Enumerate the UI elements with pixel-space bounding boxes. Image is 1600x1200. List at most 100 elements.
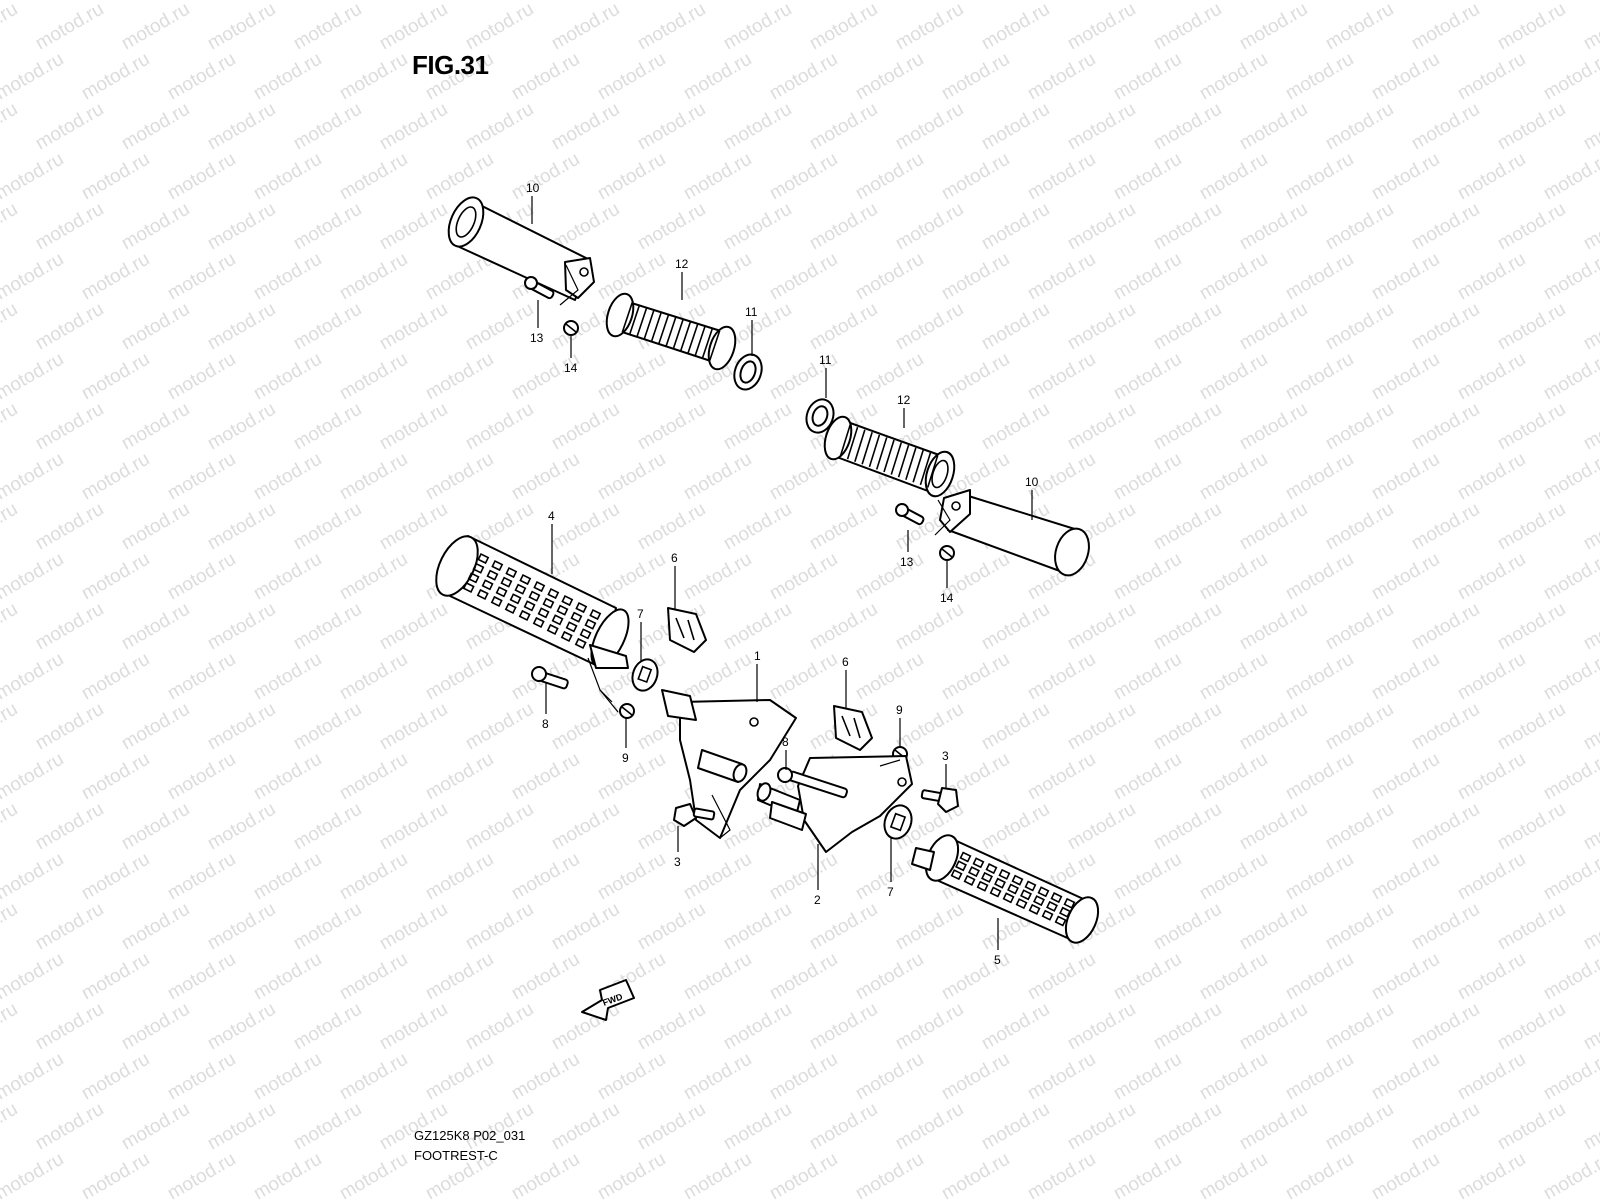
- watermark-text: motod.ru: [720, 899, 795, 955]
- watermark-text: motod.ru: [1408, 0, 1483, 54]
- callout-7: 7: [637, 607, 644, 621]
- watermark-text: motod.ru: [1322, 999, 1397, 1055]
- watermark-text: motod.ru: [1580, 0, 1600, 54]
- watermark-text: motod.ru: [78, 749, 153, 805]
- watermark-text: motod.ru: [680, 1149, 755, 1200]
- watermark-text: motod.ru: [766, 949, 841, 1005]
- watermark-text: motod.ru: [164, 349, 239, 405]
- watermark-text: motod.ru: [548, 99, 623, 155]
- watermark-text: motod.ru: [422, 149, 497, 205]
- watermark-text: motod.ru: [204, 299, 279, 355]
- callout-3: 3: [942, 749, 949, 763]
- watermark-text: motod.ru: [1236, 799, 1311, 855]
- watermark-text: motod.ru: [1368, 1049, 1443, 1105]
- watermark-text: motod.ru: [376, 399, 451, 455]
- watermark-text: motod.ru: [376, 599, 451, 655]
- watermark-text: motod.ru: [290, 0, 365, 54]
- watermark-text: motod.ru: [1580, 399, 1600, 455]
- watermark-text: motod.ru: [422, 449, 497, 505]
- watermark-text: motod.ru: [680, 49, 755, 105]
- watermark-text: motod.ru: [1494, 0, 1569, 54]
- watermark-text: motod.ru: [0, 1149, 67, 1200]
- callout-6: 6: [671, 551, 678, 565]
- watermark-text: motod.ru: [204, 399, 279, 455]
- watermark-text: motod.ru: [204, 799, 279, 855]
- watermark-text: motod.ru: [634, 899, 709, 955]
- callout-14: 14: [564, 361, 578, 375]
- watermark-text: motod.ru: [1454, 149, 1529, 205]
- watermark-text: motod.ru: [1580, 199, 1600, 255]
- watermark-text: motod.ru: [766, 549, 841, 605]
- watermark-text: motod.ru: [204, 199, 279, 255]
- watermark-text: motod.ru: [938, 49, 1013, 105]
- watermark-text: motod.ru: [594, 49, 669, 105]
- watermark-text: motod.ru: [250, 49, 325, 105]
- watermark-text: motod.ru: [336, 349, 411, 405]
- bolt-3-left: [673, 803, 716, 827]
- watermark-text: motod.ru: [1196, 49, 1271, 105]
- watermark-text: motod.ru: [1580, 899, 1600, 955]
- watermark-text: motod.ru: [1580, 999, 1600, 1055]
- watermark-text: motod.ru: [1408, 499, 1483, 555]
- watermark-text: motod.ru: [0, 1099, 21, 1155]
- watermark-text: motod.ru: [594, 549, 669, 605]
- part-10-left: [447, 196, 595, 301]
- watermark-text: motod.ru: [0, 499, 21, 555]
- watermark-text: motod.ru: [78, 549, 153, 605]
- watermark-text: motod.ru: [1454, 49, 1529, 105]
- watermark-text: motod.ru: [1368, 449, 1443, 505]
- watermark-text: motod.ru: [1494, 999, 1569, 1055]
- watermark-text: motod.ru: [1454, 649, 1529, 705]
- watermark-text: motod.ru: [938, 1049, 1013, 1105]
- watermark-text: motod.ru: [118, 599, 193, 655]
- callout-8: 8: [542, 717, 549, 731]
- watermark-text: motod.ru: [0, 249, 67, 305]
- watermark-text: motod.ru: [978, 299, 1053, 355]
- watermark-text: motod.ru: [1282, 249, 1357, 305]
- watermark-text: motod.ru: [720, 499, 795, 555]
- watermark-text: motod.ru: [892, 199, 967, 255]
- watermark-text: motod.ru: [376, 199, 451, 255]
- watermark-text: motod.ru: [1368, 149, 1443, 205]
- watermark-text: motod.ru: [1236, 0, 1311, 54]
- watermark-text: motod.ru: [1196, 1149, 1271, 1200]
- watermark-text: motod.ru: [1282, 449, 1357, 505]
- forward-direction-arrow-icon: FWD: [581, 979, 635, 1021]
- watermark-text: motod.ru: [1064, 1099, 1139, 1155]
- watermark-text: motod.ru: [766, 1049, 841, 1105]
- watermark-text: motod.ru: [1368, 749, 1443, 805]
- watermark-text: motod.ru: [1236, 99, 1311, 155]
- watermark-text: motod.ru: [462, 699, 537, 755]
- watermark-text: motod.ru: [1540, 549, 1600, 605]
- watermark-text: motod.ru: [548, 399, 623, 455]
- watermark-text: motod.ru: [892, 599, 967, 655]
- watermark-text: motod.ru: [1236, 699, 1311, 755]
- watermark-text: motod.ru: [1494, 299, 1569, 355]
- watermark-text: motod.ru: [634, 1099, 709, 1155]
- watermark-text: motod.ru: [1064, 299, 1139, 355]
- watermark-text: motod.ru: [806, 899, 881, 955]
- washer-7-right: [883, 804, 913, 840]
- watermark-text: motod.ru: [1236, 399, 1311, 455]
- callout-13: 13: [900, 555, 914, 569]
- watermark-text: motod.ru: [1540, 349, 1600, 405]
- watermark-text: motod.ru: [766, 249, 841, 305]
- bolt-8-left: [531, 666, 569, 690]
- watermark-text: motod.ru: [164, 49, 239, 105]
- watermark-text: motod.ru: [250, 749, 325, 805]
- watermark-text: motod.ru: [32, 1099, 107, 1155]
- watermark-text: motod.ru: [336, 749, 411, 805]
- watermark-text: motod.ru: [78, 1049, 153, 1105]
- watermark-text: motod.ru: [892, 0, 967, 54]
- watermark-text: motod.ru: [892, 1099, 967, 1155]
- watermark-text: motod.ru: [336, 249, 411, 305]
- watermark-text: motod.ru: [1322, 899, 1397, 955]
- spring-6-right: [833, 705, 873, 751]
- watermark-text: motod.ru: [1322, 1099, 1397, 1155]
- watermark-text: motod.ru: [634, 999, 709, 1055]
- spring-6-left: [667, 607, 707, 653]
- watermark-text: motod.ru: [1150, 0, 1225, 54]
- watermark-text: motod.ru: [1580, 299, 1600, 355]
- watermark-text: motod.ru: [118, 99, 193, 155]
